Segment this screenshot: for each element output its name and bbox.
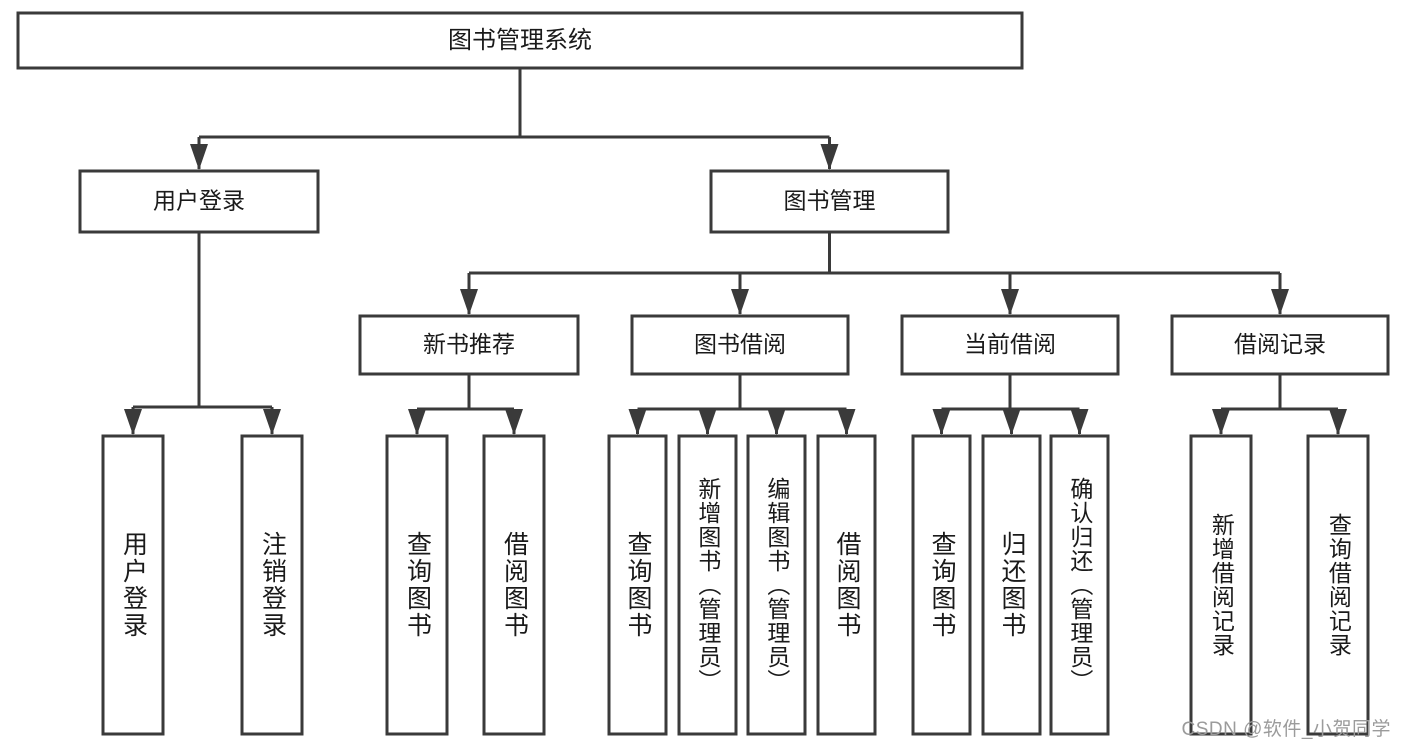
node-box-leaf-confirm-return[interactable] <box>1049 434 1110 736</box>
node-label-book-manage: 图书管理 <box>784 188 876 214</box>
arrow-head-icon <box>505 409 523 435</box>
arrow-head-icon <box>1271 289 1289 315</box>
arrow-head-icon <box>1329 409 1347 435</box>
boxes-layer <box>16 11 1390 736</box>
arrow-head-icon <box>263 409 281 435</box>
arrow-head-icon <box>731 289 749 315</box>
node-box-leaf-add-record[interactable] <box>1189 434 1253 736</box>
node-box-leaf-edit-book[interactable] <box>746 434 807 736</box>
node-box-leaf-query-record[interactable] <box>1306 434 1370 736</box>
arrow-head-icon <box>820 144 839 170</box>
node-box-user-login[interactable] <box>78 169 320 234</box>
node-box-leaf-add-book[interactable] <box>677 434 738 736</box>
arrow-head-icon <box>767 409 786 435</box>
node-box-new-book-recommend[interactable] <box>358 314 580 376</box>
node-box-leaf-return-book[interactable] <box>981 434 1042 736</box>
node-box-leaf-user-login[interactable] <box>101 434 165 736</box>
node-label-book-borrow: 图书借阅 <box>694 331 786 357</box>
node-box-leaf-query-book-2[interactable] <box>607 434 668 736</box>
arrow-head-icon <box>408 409 426 435</box>
arrow-head-icon <box>1212 409 1230 435</box>
node-box-borrow-record[interactable] <box>1170 314 1390 376</box>
arrow-head-icon <box>124 409 142 435</box>
node-label-borrow-record: 借阅记录 <box>1234 331 1326 357</box>
arrow-head-icon <box>1001 289 1019 315</box>
arrow-head-icon <box>190 144 208 170</box>
node-box-book-manage[interactable] <box>709 169 950 234</box>
arrow-head-icon <box>1002 409 1021 435</box>
node-label-root: 图书管理系统 <box>448 27 592 54</box>
arrow-head-icon <box>932 409 951 435</box>
node-box-leaf-borrow-book-1[interactable] <box>482 434 546 736</box>
node-box-leaf-user-logout[interactable] <box>240 434 304 736</box>
node-box-book-borrow[interactable] <box>630 314 850 376</box>
connectors-layer <box>124 68 1347 435</box>
node-box-leaf-borrow-book-2[interactable] <box>816 434 877 736</box>
arrow-head-icon <box>460 289 478 315</box>
arrow-head-icon <box>698 409 717 435</box>
node-box-root[interactable] <box>16 11 1024 70</box>
arrow-head-icon <box>1070 409 1089 435</box>
node-box-current-borrow[interactable] <box>900 314 1120 376</box>
node-box-leaf-query-book-1[interactable] <box>385 434 449 736</box>
arrow-head-icon <box>628 409 647 435</box>
node-label-new-book-recommend: 新书推荐 <box>423 331 515 357</box>
node-box-leaf-query-book-3[interactable] <box>911 434 972 736</box>
watermark-text: CSDN @软件_小贺同学 <box>1181 719 1391 740</box>
node-label-user-login: 用户登录 <box>153 188 245 214</box>
node-label-current-borrow: 当前借阅 <box>964 331 1056 357</box>
arrow-head-icon <box>837 409 856 435</box>
